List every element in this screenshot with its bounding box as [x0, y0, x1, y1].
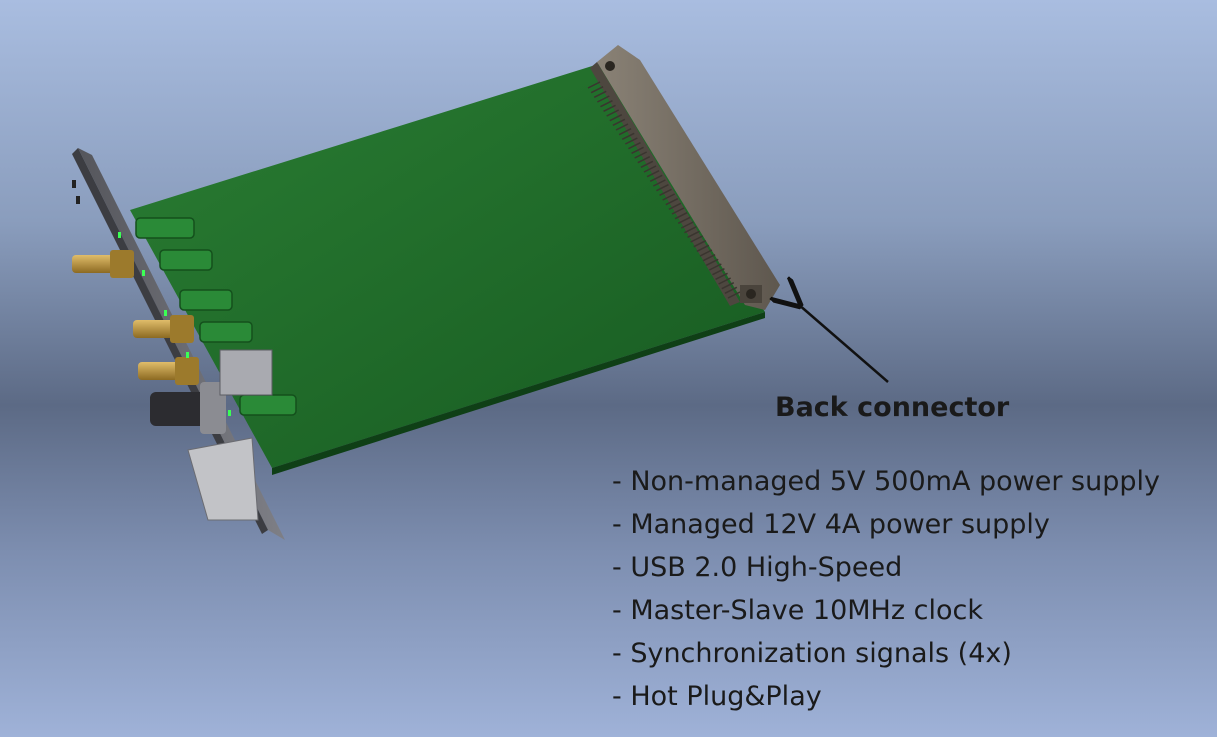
connector-pin [628, 141, 641, 150]
connector-pin [727, 291, 741, 299]
connector-pin [712, 267, 725, 276]
connector-pin [674, 211, 688, 220]
connector-pin [624, 137, 638, 145]
back-connector-label: Back connector [775, 392, 1010, 423]
connector-pin [680, 221, 694, 229]
bnc-connector [150, 382, 226, 434]
connector-pin [631, 146, 644, 155]
feature-item: - Master-Slave 10MHz clock [612, 595, 983, 626]
connector-pin [684, 225, 697, 234]
connector-pin [718, 277, 732, 285]
connector-pin [687, 230, 700, 239]
connector-pin [618, 127, 632, 136]
connector-pin [600, 99, 613, 108]
connector-pin [677, 216, 691, 225]
connector-pin [609, 113, 623, 122]
connector-pin [696, 244, 710, 253]
connector-pin [615, 123, 629, 131]
connector-pin [649, 174, 663, 183]
feature-item: - USB 2.0 High-Speed [612, 552, 903, 583]
connector-pin [665, 197, 679, 206]
connector-pin [587, 81, 601, 89]
connector-pin [708, 263, 722, 271]
connector-pin [702, 253, 716, 262]
connector-pin [621, 132, 635, 141]
connector-pin [603, 104, 616, 113]
usb-module [187, 349, 273, 521]
connector-pin [690, 235, 704, 243]
connector-pin [637, 155, 651, 164]
connector-pin [593, 90, 607, 99]
connector-pin [646, 169, 660, 178]
connector-pin [643, 165, 657, 173]
led-brackets [135, 217, 297, 416]
connector-pin [715, 272, 728, 281]
back-connector [587, 45, 780, 310]
feature-item: - Synchronization signals (4x) [612, 638, 1012, 669]
connector-pin [656, 183, 669, 192]
connector-pin [640, 160, 654, 169]
connector-pin [705, 258, 719, 267]
connector-pin [612, 118, 626, 127]
connector-pin [634, 151, 648, 159]
connector-pin [606, 109, 620, 117]
connector-pin [596, 95, 610, 103]
pcb-board [130, 62, 765, 475]
connector-pin [721, 281, 735, 290]
connector-pin [699, 249, 713, 257]
sma-connectors [72, 250, 199, 385]
connector-pin [652, 179, 666, 187]
connector-pin [693, 239, 707, 248]
panel-leds [118, 232, 231, 416]
feature-list: - Non-managed 5V 500mA power supply - Ma… [612, 460, 1160, 718]
connector-pin [671, 207, 685, 215]
feature-item: - Hot Plug&Play [612, 681, 822, 712]
connector-pin [662, 193, 676, 201]
connector-pin [724, 286, 738, 295]
connector-pin [659, 188, 672, 197]
feature-item: - Managed 12V 4A power supply [612, 509, 1050, 540]
connector-pin [668, 202, 682, 211]
back-connector-arrow [798, 304, 889, 383]
connector-pin [590, 85, 604, 94]
feature-item: - Non-managed 5V 500mA power supply [612, 466, 1160, 497]
